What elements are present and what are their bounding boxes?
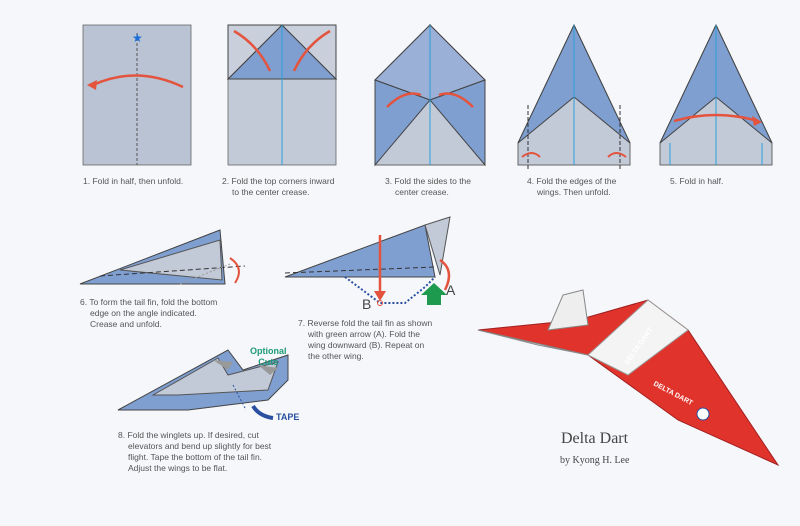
label-a: A xyxy=(446,282,456,298)
delta-dart-photo: DELTA DART DELTA DART xyxy=(477,289,780,467)
tape-arrow-icon xyxy=(251,404,274,420)
step-1-diagram: ★ xyxy=(82,24,192,166)
step-1-caption: 1. Fold in half, then unfold. xyxy=(83,176,184,186)
step-4-diagram xyxy=(517,23,631,170)
title: Delta Dart xyxy=(561,430,629,447)
author: by Kyong H. Lee xyxy=(560,455,630,466)
step-8-caption: 8. Fold the winglets up. If desired, cut… xyxy=(118,430,272,473)
step-6-diagram xyxy=(79,229,246,285)
step-5-caption: 5. Fold in half. xyxy=(670,176,724,186)
step-7-diagram xyxy=(284,216,451,306)
tape-label: TAPE xyxy=(276,412,300,422)
star-icon: ★ xyxy=(132,31,143,45)
green-arrow-icon xyxy=(421,283,447,305)
step-3-diagram xyxy=(374,23,486,167)
step-8-diagram xyxy=(117,349,289,411)
step-5-diagram xyxy=(659,23,773,166)
step-2-diagram xyxy=(226,24,338,166)
label-b: B xyxy=(362,296,372,312)
step-6-caption: 6. To form the tail fin, fold the bottom… xyxy=(80,297,218,329)
